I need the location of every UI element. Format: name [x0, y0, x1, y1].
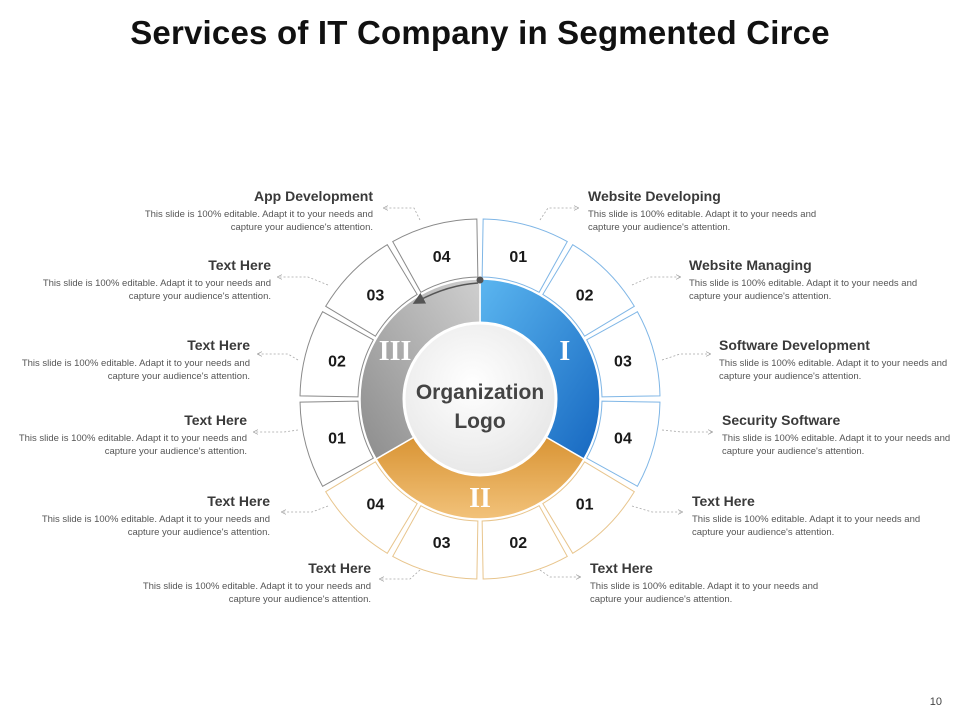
- service-heading: Security Software: [722, 412, 841, 428]
- section-numeral: II: [469, 483, 491, 514]
- slide-title: Services of IT Company in Segmented Circ…: [130, 14, 830, 51]
- service-heading: Text Here: [207, 493, 270, 509]
- outer-segment: [542, 461, 635, 554]
- service-heading: App Development: [253, 188, 373, 204]
- service-heading: Website Managing: [689, 257, 812, 273]
- outer-segments: 01 02 03 04 01 02 03 04 01 02 03 04: [299, 218, 661, 580]
- outer-segment: [586, 311, 661, 398]
- connector-line: [661, 430, 712, 432]
- service-heading: Software Development: [719, 337, 870, 353]
- connector-line: [661, 354, 710, 361]
- section-numeral: III: [379, 336, 412, 367]
- outer-segment: [481, 218, 568, 293]
- service-heading: Text Here: [590, 560, 653, 576]
- outer-segment: [299, 311, 374, 398]
- service-heading: Text Here: [308, 560, 371, 576]
- segment-number: 02: [576, 287, 594, 304]
- connector-line: [384, 208, 421, 221]
- outer-segment: [392, 505, 479, 580]
- segment-number: 01: [328, 430, 346, 447]
- logo-line-1: Organization: [416, 381, 544, 404]
- page-number: 10: [929, 696, 942, 708]
- service-description: This slide is 100% editable. Adapt it to…: [144, 209, 373, 233]
- segment-number: 04: [614, 430, 632, 447]
- connector-lines: [254, 208, 712, 579]
- outer-segment: [542, 244, 635, 337]
- service-description: This slide is 100% editable. Adapt it to…: [21, 358, 250, 382]
- outer-segment: [325, 461, 418, 554]
- outer-segment: [325, 244, 418, 337]
- connector-line: [539, 569, 580, 577]
- segment-number: 04: [366, 497, 384, 514]
- service-description: This slide is 100% editable. Adapt it to…: [590, 581, 819, 605]
- start-marker-dot: [476, 276, 484, 284]
- section-numeral: I: [559, 336, 570, 367]
- service-heading: Text Here: [187, 337, 250, 353]
- service-description: This slide is 100% editable. Adapt it to…: [692, 514, 921, 538]
- service-description: This slide is 100% editable. Adapt it to…: [142, 581, 371, 605]
- service-heading: Text Here: [208, 257, 271, 273]
- connector-line: [631, 277, 680, 286]
- direction-arrow: [412, 282, 479, 304]
- service-description: This slide is 100% editable. Adapt it to…: [689, 278, 918, 302]
- segment-number: 01: [509, 249, 527, 266]
- segment-number: 02: [328, 354, 346, 371]
- segment-number: 03: [614, 354, 632, 371]
- center-logo-disc: Organization Logo: [402, 321, 558, 477]
- connector-line: [278, 277, 329, 286]
- service-description: This slide is 100% editable. Adapt it to…: [588, 209, 817, 233]
- segment-number: 04: [433, 249, 451, 266]
- logo-line-2: Logo: [454, 410, 505, 433]
- service-description: This slide is 100% editable. Adapt it to…: [719, 358, 948, 382]
- connector-line: [254, 430, 299, 432]
- connector-line: [258, 354, 299, 361]
- connector-line: [380, 569, 421, 579]
- service-heading: Text Here: [184, 412, 247, 428]
- service-description: This slide is 100% editable. Adapt it to…: [722, 433, 951, 457]
- service-description: This slide is 100% editable. Adapt it to…: [18, 433, 247, 457]
- connector-line: [282, 505, 329, 512]
- service-description: This slide is 100% editable. Adapt it to…: [41, 514, 270, 538]
- service-heading: Website Developing: [588, 188, 721, 204]
- connector-line: [539, 208, 578, 221]
- outer-segment: [299, 400, 374, 487]
- outer-segment: [392, 218, 479, 293]
- connector-line: [631, 505, 682, 512]
- segment-number: 03: [366, 287, 384, 304]
- outer-segment: [586, 400, 661, 487]
- service-description: This slide is 100% editable. Adapt it to…: [42, 278, 271, 302]
- segment-number: 01: [576, 497, 594, 514]
- service-heading: Text Here: [692, 493, 755, 509]
- segment-number: 03: [433, 535, 451, 552]
- outer-segment: [481, 505, 568, 580]
- segment-number: 02: [509, 535, 527, 552]
